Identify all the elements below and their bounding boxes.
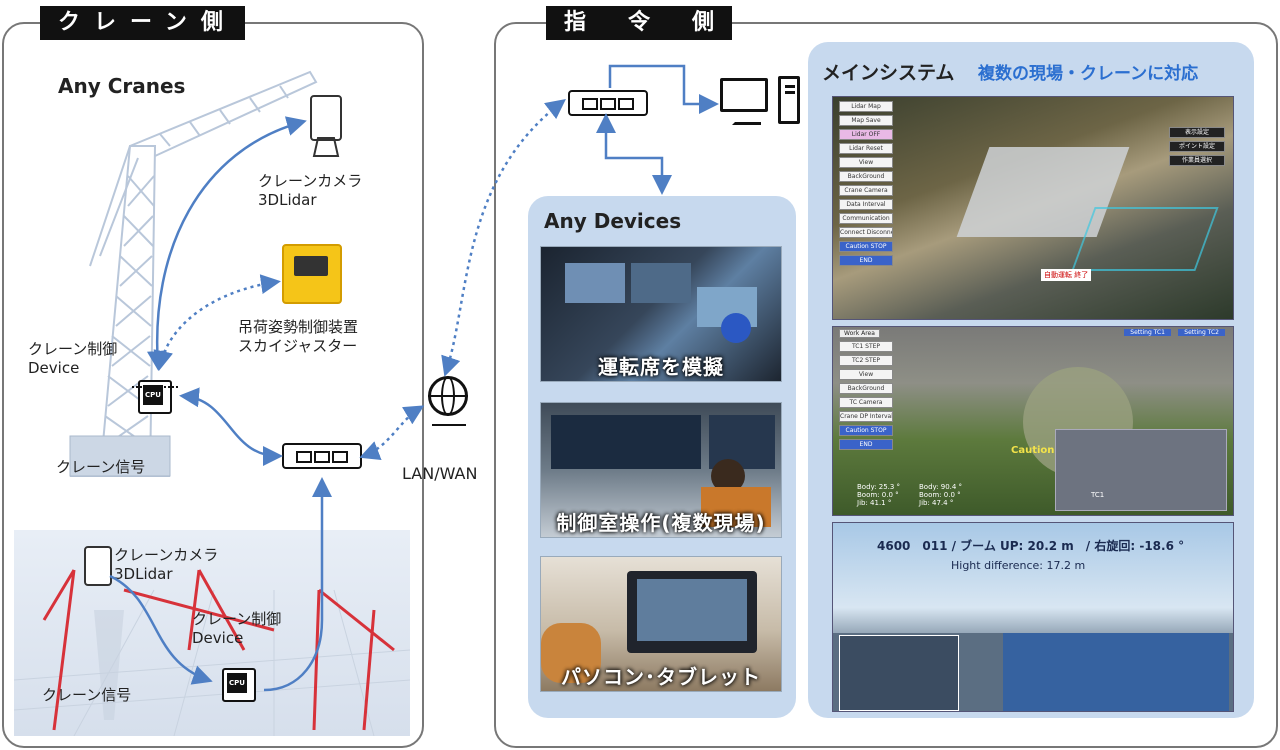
screen2-readout-right: Body: 90.4 ° Boom: 0.0 ° Jib: 47.4 °	[919, 483, 963, 507]
crane-side-header: クレーン側	[40, 6, 245, 40]
screen2-work-area-label[interactable]: Work Area	[839, 329, 880, 338]
signal-label-top: クレーン信号	[56, 458, 146, 476]
signal-label-bottom: クレーン信号	[42, 686, 132, 704]
main-system-title: メインシステム	[822, 62, 955, 84]
btn-view[interactable]: View	[839, 157, 893, 168]
screen2-caution: Caution	[1011, 445, 1055, 456]
network-switch-left-icon	[282, 443, 362, 469]
btn-data-interval[interactable]: Data Interval	[839, 199, 893, 210]
btn-connect[interactable]: Connect Disconnect	[839, 227, 893, 238]
camera-label-top: クレーンカメラ 3DLidar	[258, 172, 363, 209]
caption-control-room: 制御室操作(複数現場)	[556, 511, 766, 535]
control-device-label: クレーン制御 Device	[28, 340, 118, 377]
control-device-label-bottom: クレーン制御 Device	[192, 610, 282, 647]
btn-view-2[interactable]: View	[839, 369, 893, 380]
camera-label-bottom: クレーンカメラ 3DLidar	[114, 546, 219, 583]
pc-tower-icon	[778, 76, 800, 124]
btn-point-settings[interactable]: ポイント設定	[1169, 141, 1225, 152]
btn-communication[interactable]: Communication	[839, 213, 893, 224]
screen2-setting-tc1[interactable]: Setting TC1	[1124, 329, 1171, 336]
btn-lidar-map[interactable]: Lidar Map	[839, 101, 893, 112]
btn-lidar-reset[interactable]: Lidar Reset	[839, 143, 893, 154]
any-cranes-title: Any Cranes	[58, 74, 186, 98]
caption-laptop: パソコン･タブレット	[561, 665, 761, 689]
auto-run-status: 自動運転 終了	[1041, 269, 1092, 281]
cpu-chip-bottom-icon: CPU	[216, 662, 262, 708]
btn-lidar-off[interactable]: Lidar OFF	[839, 129, 893, 140]
btn-display-settings[interactable]: 表示設定	[1169, 127, 1225, 138]
skyjaster-label: 吊荷姿勢制御装置 スカイジャスター	[238, 318, 359, 355]
command-side-header: 指 令 側	[546, 6, 733, 40]
btn-background-2[interactable]: BackGround	[839, 383, 893, 394]
btn-background[interactable]: BackGround	[839, 171, 893, 182]
any-devices-title: Any Devices	[544, 209, 682, 233]
btn-crane-dp-interval[interactable]: Crane DP Interval	[839, 411, 893, 422]
device-photo-cockpit: 運転席を模擬	[540, 246, 782, 382]
screen2-setting-tc2[interactable]: Setting TC2	[1178, 329, 1225, 336]
camera-lidar-bottom	[84, 546, 112, 586]
screen1-button-list: Lidar Map Map Save Lidar OFF Lidar Reset…	[839, 101, 893, 269]
skyjaster-device	[282, 244, 342, 304]
camera-lidar-top	[310, 95, 342, 141]
btn-tc2-step[interactable]: TC2 STEP	[839, 355, 893, 366]
btn-tc-camera[interactable]: TC Camera	[839, 397, 893, 408]
btn-caution-stop[interactable]: Caution STOP	[839, 241, 893, 252]
btn-end-2[interactable]: END	[839, 439, 893, 450]
screen2-button-list: TC1 STEP TC2 STEP View BackGround TC Cam…	[839, 341, 893, 453]
cpu-chip-icon: CPU	[132, 374, 178, 420]
screen2-readout-left: Body: 25.3 ° Boom: 0.0 ° Jib: 41.1 °	[857, 483, 901, 507]
device-photo-control-room: 制御室操作(複数現場)	[540, 402, 782, 538]
screen2-tc1-label: TC1	[1091, 491, 1105, 499]
globe-base-line	[432, 424, 466, 426]
btn-end[interactable]: END	[839, 255, 893, 266]
btn-worker-select[interactable]: 作業員選択	[1169, 155, 1225, 166]
main-screen-lidar-map: Lidar Map Map Save Lidar OFF Lidar Reset…	[832, 96, 1234, 320]
main-system-subtitle: 複数の現場・クレーンに対応	[978, 64, 1199, 84]
btn-caution-stop-2[interactable]: Caution STOP	[839, 425, 893, 436]
globe-icon	[428, 376, 468, 416]
lan-wan-label: LAN/WAN	[402, 464, 478, 483]
caption-cockpit: 運転席を模擬	[598, 355, 724, 379]
device-photo-laptop: パソコン･タブレット	[540, 556, 782, 692]
camera-base-icon	[312, 137, 340, 157]
network-switch-right-icon	[568, 90, 648, 116]
btn-crane-camera[interactable]: Crane Camera	[839, 185, 893, 196]
monitor-icon	[720, 78, 768, 112]
screen3-line1: 4600 011 / ブーム UP: 20.2 m / 右旋回: -18.6 °	[877, 539, 1185, 553]
btn-tc1-step[interactable]: TC1 STEP	[839, 341, 893, 352]
monitor-stand	[732, 114, 761, 125]
main-screen-camera-view: 4600 011 / ブーム UP: 20.2 m / 右旋回: -18.6 °…	[832, 522, 1234, 712]
main-screen-work-area: Work Area Setting TC1 Setting TC2 TC1 ST…	[832, 326, 1234, 516]
btn-map-save[interactable]: Map Save	[839, 115, 893, 126]
screen3-line2: Hight difference: 17.2 m	[951, 559, 1086, 572]
